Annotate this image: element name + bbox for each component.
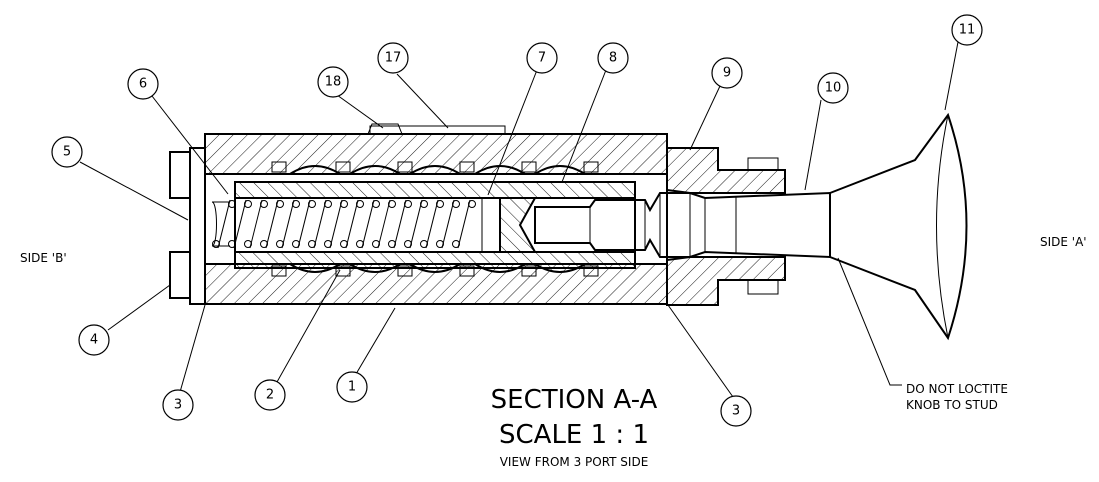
balloon-1: 1 [336, 371, 368, 403]
view-note: VIEW FROM 3 PORT SIDE [500, 455, 649, 469]
balloon-9: 9 [711, 57, 743, 89]
balloon-3-right: 3 [720, 395, 752, 427]
svg-text:10: 10 [825, 81, 842, 96]
balloon-17: 17 [377, 42, 409, 74]
main-body [204, 133, 668, 305]
svg-text:11: 11 [959, 23, 976, 38]
svg-text:9: 9 [723, 66, 731, 81]
spring [211, 199, 476, 249]
svg-text:8: 8 [609, 51, 617, 66]
svg-text:4: 4 [90, 333, 98, 348]
side-b-label: SIDE 'B' [20, 251, 67, 265]
leader-lines [79, 41, 959, 398]
balloon-6: 6 [127, 68, 159, 100]
balloon-11: 11 [951, 14, 983, 46]
svg-text:7: 7 [538, 51, 546, 66]
knob [829, 112, 968, 341]
fitting-right [666, 147, 786, 306]
balloon-3-left: 3 [162, 389, 194, 421]
side-a-label: SIDE 'A' [1040, 235, 1087, 249]
balloon-18: 18 [317, 66, 349, 98]
plug [367, 123, 506, 135]
svg-text:2: 2 [266, 388, 274, 403]
note-line-2: KNOB TO STUD [906, 398, 998, 412]
svg-text:18: 18 [325, 75, 342, 90]
stud [534, 191, 831, 259]
balloon-5: 5 [51, 136, 83, 168]
balloon-7: 7 [526, 42, 558, 74]
scale-label: SCALE 1 : 1 [499, 420, 649, 450]
svg-text:6: 6 [139, 77, 147, 92]
note-line-1: DO NOT LOCTITE [906, 382, 1008, 396]
svg-text:1: 1 [348, 380, 356, 395]
balloon-2: 2 [254, 379, 286, 411]
svg-text:17: 17 [385, 51, 402, 66]
end-cap-left [169, 147, 206, 305]
section-title: SECTION A-A [491, 385, 658, 415]
svg-text:5: 5 [63, 145, 71, 160]
svg-text:3: 3 [174, 398, 182, 413]
balloon-8: 8 [597, 42, 629, 74]
balloon-4: 4 [78, 324, 110, 356]
svg-text:3: 3 [732, 404, 740, 419]
spool [234, 181, 636, 269]
ball-row-top [271, 161, 599, 175]
balloon-10: 10 [817, 72, 849, 104]
